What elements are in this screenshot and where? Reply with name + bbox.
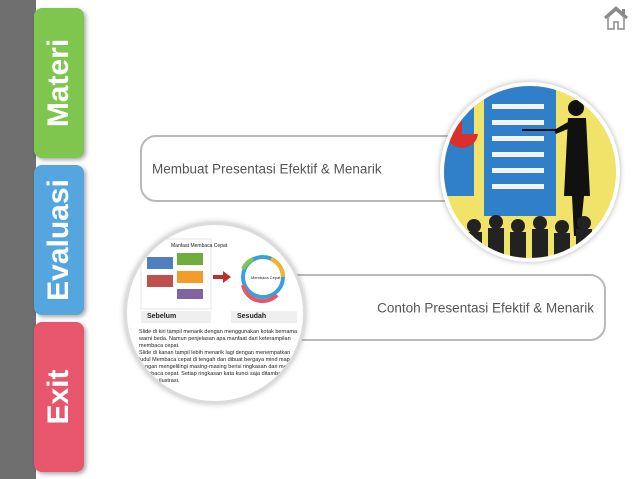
tab-exit-label: Exit bbox=[42, 369, 75, 425]
presenter-illustration[interactable] bbox=[440, 82, 620, 262]
thumbnail-center-label: Membaca Cepat bbox=[251, 275, 281, 280]
thumbnail-paragraph-2: Slide di kanan tampil lebih menarik lagi… bbox=[139, 350, 299, 384]
menu-item-label: Contoh Presentasi Efektif & Menarik bbox=[377, 300, 594, 315]
caption-after: Sesudah bbox=[237, 313, 267, 320]
slide-thumbnail[interactable]: Manfaat Membaca Cepat Membaca Cepat Sebe… bbox=[124, 222, 306, 404]
sidebar-strip bbox=[0, 0, 36, 479]
caption-before: Sebelum bbox=[147, 313, 177, 320]
tab-exit[interactable]: Exit bbox=[34, 322, 84, 472]
thumbnail-paragraph-1: Slide di kiri tampil menarik dengan meng… bbox=[139, 329, 298, 349]
thumbnail-title: Manfaat Membaca Cepat bbox=[171, 243, 228, 249]
tab-evaluasi-label: Evaluasi bbox=[42, 179, 75, 301]
menu-item-label: Membuat Presentasi Efektif & Menarik bbox=[152, 161, 382, 176]
menu-item-contoh-presentasi[interactable]: Contoh Presentasi Efektif & Menarik bbox=[282, 274, 606, 341]
home-icon[interactable] bbox=[602, 4, 630, 32]
tab-evaluasi[interactable]: Evaluasi bbox=[34, 165, 84, 315]
tab-materi[interactable]: Materi bbox=[34, 8, 84, 158]
tab-materi-label: Materi bbox=[42, 38, 75, 128]
menu-item-membuat-presentasi[interactable]: Membuat Presentasi Efektif & Menarik bbox=[140, 135, 469, 202]
